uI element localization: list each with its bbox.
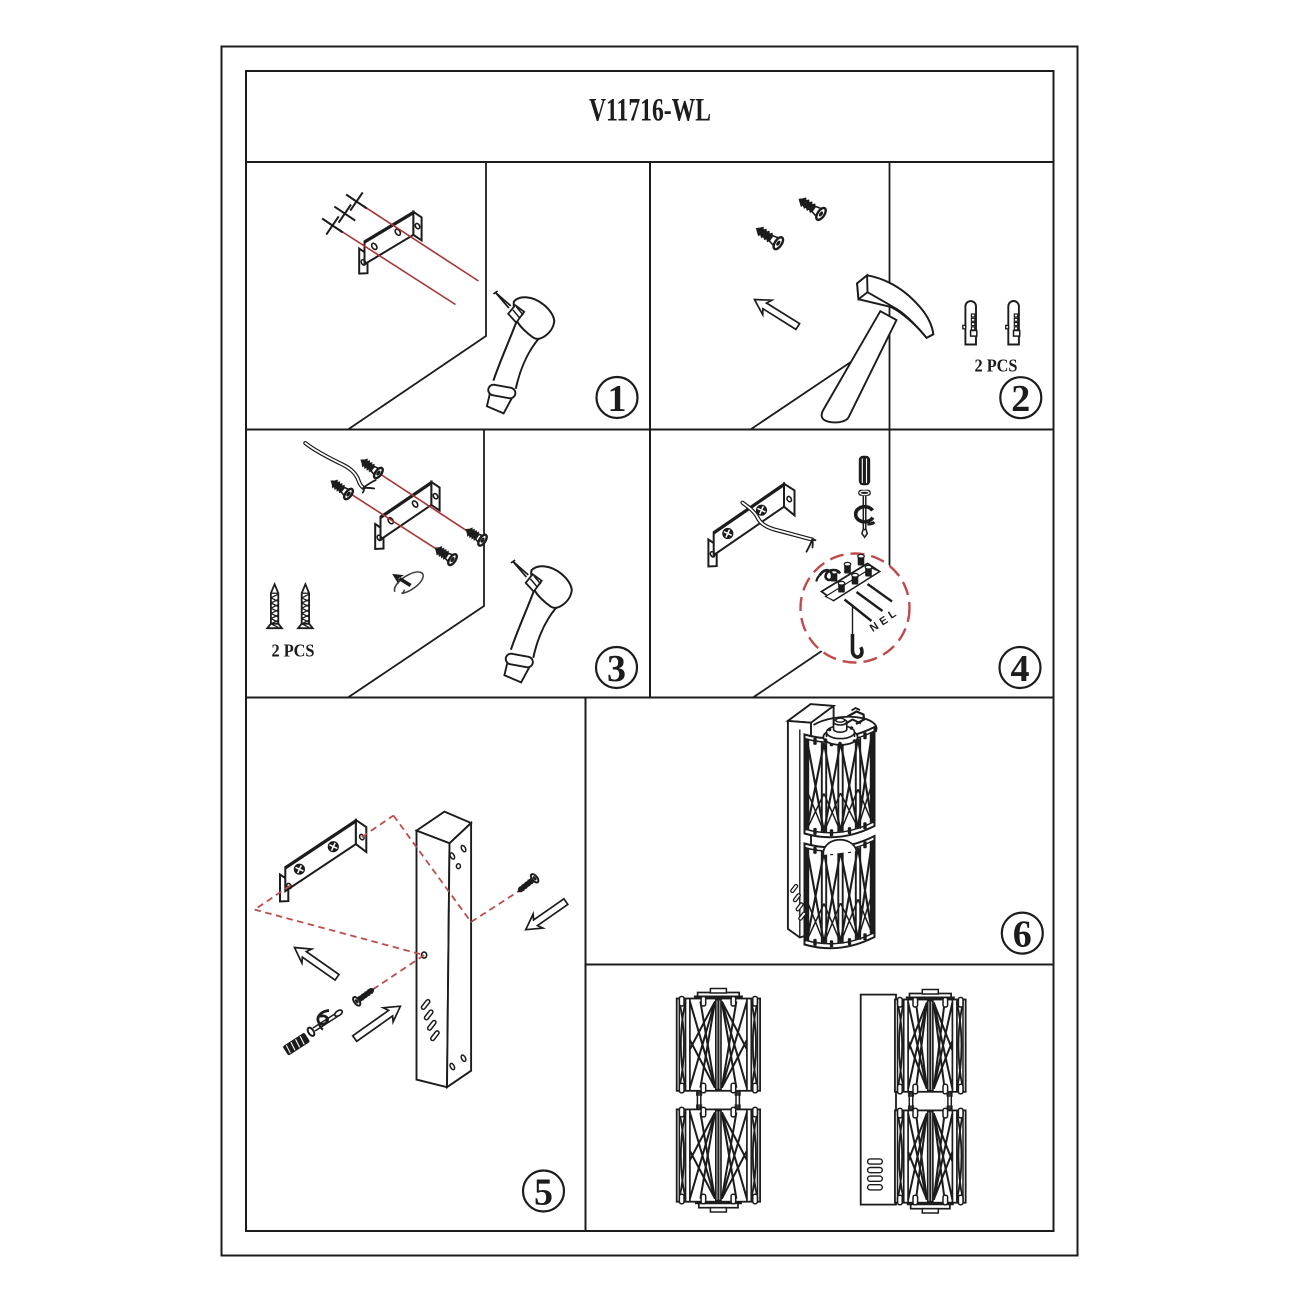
svg-text:2 PCS: 2 PCS: [975, 356, 1018, 376]
svg-text:2: 2: [1011, 378, 1030, 420]
svg-text:1: 1: [608, 378, 627, 420]
svg-text:4: 4: [1011, 648, 1030, 690]
svg-text:2 PCS: 2 PCS: [272, 641, 315, 661]
svg-text:5: 5: [534, 1172, 553, 1214]
svg-text:V11716-WL: V11716-WL: [589, 93, 711, 129]
svg-text:6: 6: [1013, 914, 1032, 956]
svg-text:3: 3: [607, 648, 626, 690]
